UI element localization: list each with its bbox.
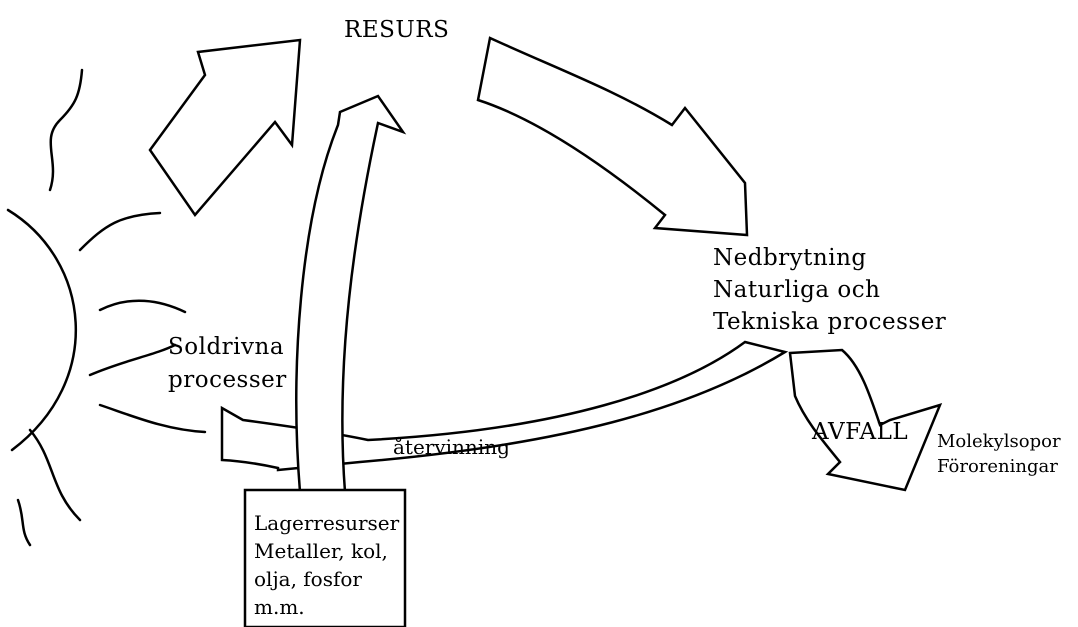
sun-ray [88, 343, 177, 377]
sun-ray [48, 68, 84, 192]
sun-to-resurs-arrow [148, 38, 302, 218]
nedbrytning-line-2: Naturliga och [713, 277, 881, 303]
sun-ray [98, 299, 187, 314]
avfall-label: AVFALL [812, 419, 909, 445]
lager-line-4: m.m. [254, 595, 305, 619]
lager-line-2: Metaller, kol, [254, 539, 388, 563]
resurs-label: RESURS [344, 17, 450, 43]
avfall-arrow [788, 348, 943, 492]
lagerresurser-box [243, 488, 407, 627]
molekylsopor-label: Molekylsopor [937, 431, 1061, 452]
atervinning-label: återvinning [393, 435, 510, 459]
recycling-arrow [220, 340, 789, 472]
lager-line-3: olja, fosfor [254, 567, 362, 591]
sun-ray [98, 403, 207, 434]
stock-to-resurs-arrow [295, 94, 407, 494]
sun-arc [6, 208, 78, 452]
soldrivna-line-2: processer [168, 367, 287, 393]
resurs-to-nedbrytning-arrow [476, 36, 749, 237]
sun-ray [28, 428, 82, 522]
sun-ray [16, 498, 32, 547]
sun-ray [78, 211, 162, 252]
soldrivna-line-1: Soldrivna [168, 334, 285, 360]
fororeningar-label: Föroreningar [937, 456, 1058, 477]
nedbrytning-line-3: Tekniska processer [713, 309, 947, 335]
lager-line-1: Lagerresurser [254, 511, 400, 535]
nedbrytning-line-1: Nedbrytning [713, 245, 867, 271]
